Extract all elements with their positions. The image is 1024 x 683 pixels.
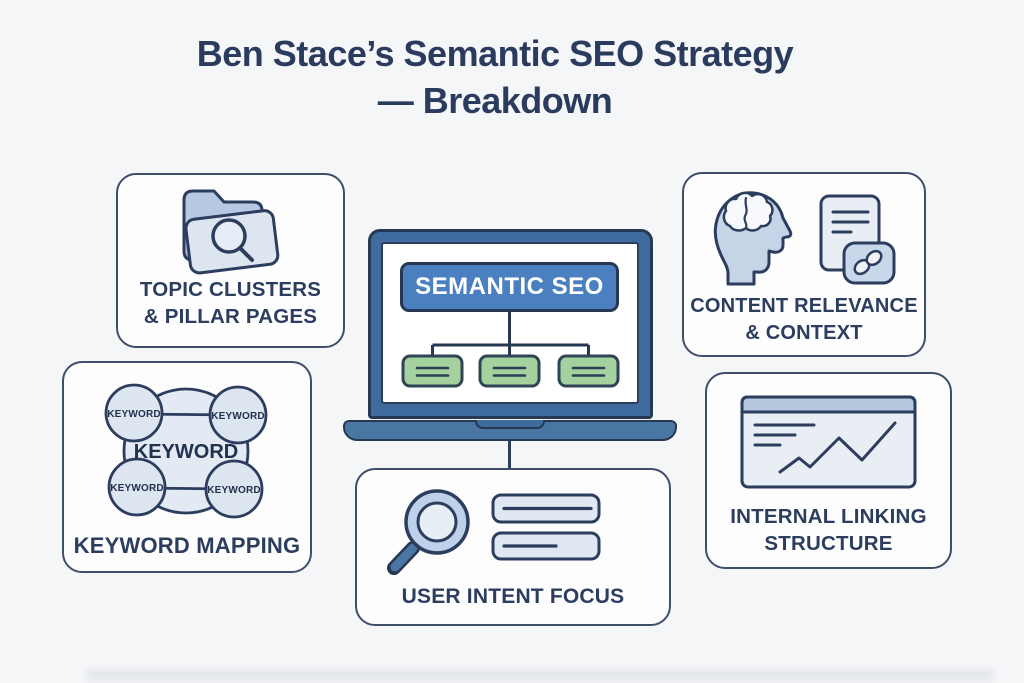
card-internal-linking: INTERNAL LINKING STRUCTURE xyxy=(705,372,952,569)
topic-clusters-line2: & PILLAR PAGES xyxy=(143,305,318,328)
user-intent-label: USER INTENT FOCUS xyxy=(401,585,625,608)
keyword-satellite-label: KEYWORD xyxy=(110,483,164,494)
page-title: Ben Stace’s Semantic SEO Strategy — Brea… xyxy=(0,30,990,124)
internal-linking-line2: STRUCTURE xyxy=(764,532,893,555)
content-relevance-label: CONTENT RELEVANCE & CONTEXT xyxy=(684,293,924,347)
topic-clusters-label: TOPIC CLUSTERS & PILLAR PAGES xyxy=(118,276,343,330)
card-content-relevance: CONTENT RELEVANCE & CONTEXT xyxy=(682,172,926,357)
keyword-center-label: KEYWORD xyxy=(134,441,238,463)
card-topic-clusters: TOPIC CLUSTERS & PILLAR PAGES xyxy=(116,173,345,348)
semantic-seo-header: SEMANTIC SEO xyxy=(400,262,619,312)
topic-clusters-line1: TOPIC CLUSTERS xyxy=(139,278,322,301)
watermark-smudge xyxy=(85,669,995,681)
keyword-satellite-label: KEYWORD xyxy=(107,409,161,420)
laptop-display: SEMANTIC SEO xyxy=(381,242,639,404)
magnifier-search-bars-icon xyxy=(357,470,669,624)
internal-linking-label: INTERNAL LINKING STRUCTURE xyxy=(707,503,950,557)
keyword-mapping-label: KEYWORD MAPPING xyxy=(73,533,301,558)
page-title-line2: — Breakdown xyxy=(377,80,613,121)
folder-search-icon xyxy=(118,175,343,346)
child-node xyxy=(401,354,620,388)
keyword-cluster-icon: KEYWORD KEYWORD KEYWORD KEYWORD KEYWORD xyxy=(64,363,310,571)
content-relevance-line2: & CONTEXT xyxy=(745,322,863,344)
laptop-to-user-intent-connector xyxy=(508,440,511,468)
internal-linking-line1: INTERNAL LINKING xyxy=(730,505,927,528)
card-keyword-mapping: KEYWORD KEYWORD KEYWORD KEYWORD KEYWORD … xyxy=(62,361,312,573)
content-relevance-line1: CONTENT RELEVANCE xyxy=(690,295,918,317)
browser-trend-chart-icon xyxy=(707,374,950,567)
card-user-intent: USER INTENT FOCUS xyxy=(355,468,671,626)
keyword-satellite-label: KEYWORD xyxy=(211,411,265,422)
keyword-satellite-label: KEYWORD xyxy=(207,485,261,496)
semantic-seo-tree xyxy=(401,310,620,388)
laptop-base-notch xyxy=(475,420,545,429)
head-brain-icon xyxy=(684,174,924,355)
page-title-line1: Ben Stace’s Semantic SEO Strategy xyxy=(196,33,794,74)
